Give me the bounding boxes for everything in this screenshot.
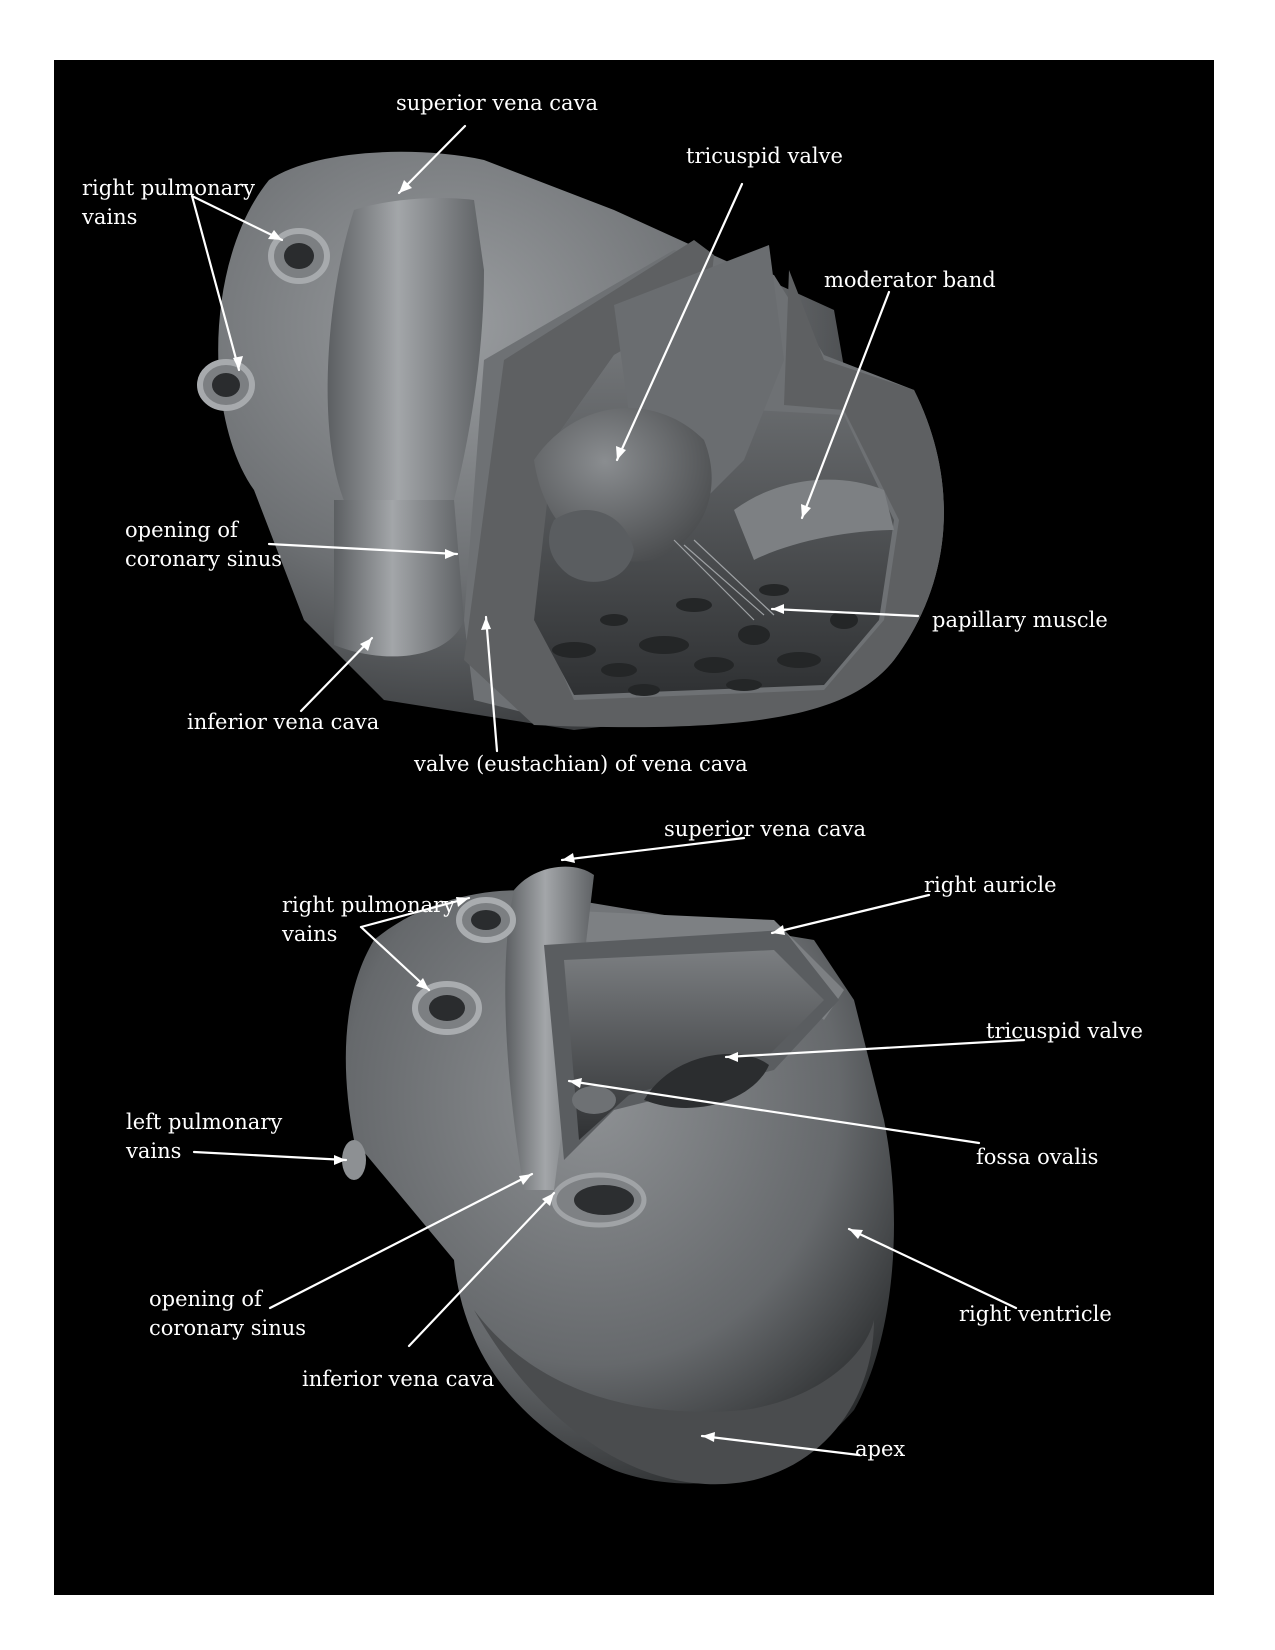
top-heart-model <box>197 151 944 730</box>
label-bottom-opening-of-coronary-sinus: opening of coronary sinus <box>149 1287 307 1340</box>
label-top-valve-eustachian: valve (eustachian) of vena cava <box>414 752 748 776</box>
label-top-moderator-band: moderator band <box>824 268 996 292</box>
arrow-bot-rpv-2 <box>359 925 431 992</box>
leader-arrows <box>190 124 1026 1457</box>
heart-illustrations <box>190 124 1026 1485</box>
top-cavity <box>534 305 894 695</box>
arrow-bot-tricuspid <box>724 1038 1026 1062</box>
arrow-bot-left-pv <box>192 1150 348 1165</box>
arrow-bot-auricle <box>770 893 931 935</box>
top-chordae <box>673 539 775 621</box>
top-tricuspid-leaflets <box>534 407 712 582</box>
bottom-tricuspid-opening <box>644 1054 769 1108</box>
arrow-bot-rv <box>847 1227 1018 1310</box>
arrow-bot-ivc <box>407 1191 556 1348</box>
arrow-top-svc <box>397 124 467 195</box>
label-bottom-tricuspid-valve: tricuspid valve <box>986 1019 1143 1043</box>
top-moderator-band <box>734 479 894 560</box>
arrow-bot-svc <box>560 836 746 863</box>
diagram-panel: superior vena cava right pulmonary vains… <box>54 60 1214 1595</box>
arrow-bot-coronary-sinus <box>268 1172 534 1310</box>
label-bottom-apex: apex <box>855 1437 906 1461</box>
top-inferior-vena-cava <box>334 500 464 657</box>
bottom-ivc-lumen <box>574 1185 634 1215</box>
label-bottom-superior-vena-cava: superior vena cava <box>664 817 866 841</box>
top-cut-surface <box>464 240 944 728</box>
label-bottom-right-pulmonary-vains: right pulmonary vains <box>282 893 456 946</box>
bottom-ventricle-lower <box>474 1310 874 1485</box>
top-trabeculae <box>552 584 858 696</box>
arrow-top-tricuspid <box>615 182 744 462</box>
arrow-top-eustachian <box>481 615 499 753</box>
label-top-tricuspid-valve: tricuspid valve <box>686 144 843 168</box>
label-top-papillary-muscle: papillary muscle <box>932 608 1108 632</box>
label-bottom-fossa-ovalis: fossa ovalis <box>976 1145 1099 1169</box>
arrow-top-rpv-1 <box>190 194 284 242</box>
label-top-right-pulmonary-vains: right pulmonary vains <box>82 176 256 229</box>
arrow-bot-rpv-1 <box>359 896 471 929</box>
arrow-top-papillary <box>770 604 920 618</box>
bottom-atrium-interior <box>564 950 824 1140</box>
bottom-pulmonary-veins <box>412 897 516 1035</box>
label-bottom-right-auricle: right auricle <box>924 873 1057 897</box>
bottom-left-pulmonary-vein <box>342 1140 366 1180</box>
top-pulmonary-veins <box>197 228 330 411</box>
arrow-bot-apex <box>700 1432 861 1457</box>
label-bottom-inferior-vena-cava: inferior vena cava <box>302 1367 495 1391</box>
top-superior-vena-cava <box>327 198 484 520</box>
arrow-top-moderator <box>800 290 891 520</box>
arrow-bot-fossa <box>567 1078 981 1145</box>
bottom-heart-model <box>342 866 894 1485</box>
label-top-inferior-vena-cava: inferior vena cava <box>187 710 380 734</box>
arrow-top-ivc <box>299 636 374 713</box>
arrow-top-coronary-sinus <box>267 542 459 559</box>
arrow-top-rpv-2 <box>190 194 243 372</box>
label-bottom-right-ventricle: right ventricle <box>959 1302 1112 1326</box>
label-bottom-left-pulmonary-vains: left pulmonary vains <box>126 1110 283 1163</box>
label-top-opening-of-coronary-sinus: opening of coronary sinus <box>125 518 283 571</box>
bottom-fossa-ovalis <box>572 1086 616 1114</box>
label-top-superior-vena-cava: superior vena cava <box>396 91 598 115</box>
